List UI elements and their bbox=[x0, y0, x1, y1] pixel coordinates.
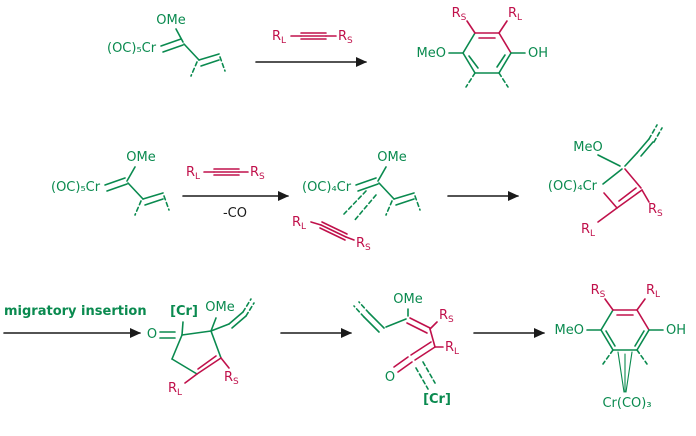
methoxy-label: MeO bbox=[417, 46, 446, 61]
r-small-label: RS bbox=[338, 29, 353, 46]
cr-tetracarbonyl-label: (OC)₄Cr bbox=[302, 180, 352, 195]
cr-bracket-label: [Cr] bbox=[423, 392, 451, 407]
r-small-label: RS bbox=[250, 165, 265, 182]
row2-metallacyclobutene: MeO (OC)₄Cr RS RL bbox=[548, 124, 663, 239]
ketene-oxygen-label: O bbox=[385, 370, 395, 385]
cr-tetracarbonyl-label: (OC)₄Cr bbox=[548, 179, 598, 194]
ring-bonds bbox=[159, 298, 255, 384]
alkyne-bonds bbox=[203, 168, 249, 176]
r-small-label: RS bbox=[224, 370, 239, 387]
methoxy-label: OMe bbox=[126, 150, 155, 165]
migratory-insertion-label: migratory insertion bbox=[4, 304, 147, 319]
cr-pentacarbonyl-label: (OC)₅Cr bbox=[107, 41, 157, 56]
cr-bracket-label: [Cr] bbox=[170, 304, 198, 319]
carbene-bonds bbox=[343, 166, 421, 222]
coordinated-alkyne-bonds bbox=[310, 221, 355, 241]
r-large-label: RL bbox=[646, 283, 660, 300]
methoxy-label: OMe bbox=[377, 150, 406, 165]
methoxy-label: OMe bbox=[156, 13, 185, 28]
row2-alkyne-reagent: RL RS bbox=[186, 165, 265, 182]
methoxy-label: MeO bbox=[573, 140, 602, 155]
reaction-arrow-2: -CO bbox=[182, 191, 289, 221]
ring-bonds bbox=[448, 20, 526, 88]
cr-tricarbonyl-label: Cr(CO)₃ bbox=[602, 396, 651, 411]
carbene-bonds bbox=[160, 28, 226, 77]
row2-chromium-carbene: (OC)₅Cr OMe bbox=[51, 150, 170, 216]
r-small-label: RS bbox=[356, 236, 371, 253]
row1-phenol-product: RS RL MeO OH bbox=[417, 6, 548, 88]
row1-chromium-carbene: (OC)₅Cr OMe bbox=[107, 13, 226, 77]
row1-alkyne-reagent: RL RS bbox=[272, 29, 353, 46]
r-large-label: RL bbox=[508, 6, 522, 23]
carbene-bonds bbox=[104, 166, 170, 216]
r-large-label: RL bbox=[581, 222, 595, 239]
row3-chroma-cyclopentenone: [Cr] OMe O RS RL bbox=[147, 298, 255, 398]
hydroxy-label: OH bbox=[528, 46, 548, 61]
r-small-label: RS bbox=[591, 283, 606, 300]
r-large-label: RL bbox=[168, 381, 182, 398]
methoxy-label: OMe bbox=[205, 300, 234, 315]
r-small-label: RS bbox=[439, 308, 454, 325]
methoxy-label: OMe bbox=[393, 292, 422, 307]
minus-co-label: -CO bbox=[223, 206, 247, 221]
r-large-label: RL bbox=[445, 340, 459, 357]
chain-bonds bbox=[353, 301, 444, 390]
r-small-label: RS bbox=[648, 202, 663, 219]
r-large-label: RL bbox=[292, 215, 306, 232]
migratory-insertion-step: migratory insertion bbox=[3, 304, 147, 338]
r-large-label: RL bbox=[272, 29, 286, 46]
methoxy-label: MeO bbox=[555, 323, 584, 338]
alkyne-bonds bbox=[290, 32, 337, 40]
ketone-oxygen-label: O bbox=[147, 327, 157, 342]
row2-alkyne-coordinated-carbene: (OC)₄Cr OMe RL RS bbox=[292, 150, 421, 253]
cr-pentacarbonyl-label: (OC)₅Cr bbox=[51, 180, 101, 195]
row3-dienylketene: OMe RS RL O [Cr] bbox=[353, 292, 459, 407]
row3-phenol-chromium-tricarbonyl-product: RS RL MeO OH Cr(CO)₃ bbox=[555, 283, 686, 411]
r-small-label: RS bbox=[452, 6, 467, 23]
ring-bonds bbox=[586, 298, 664, 393]
r-large-label: RL bbox=[186, 165, 200, 182]
ring-bonds bbox=[597, 124, 663, 223]
hydroxy-label: OH bbox=[666, 323, 686, 338]
